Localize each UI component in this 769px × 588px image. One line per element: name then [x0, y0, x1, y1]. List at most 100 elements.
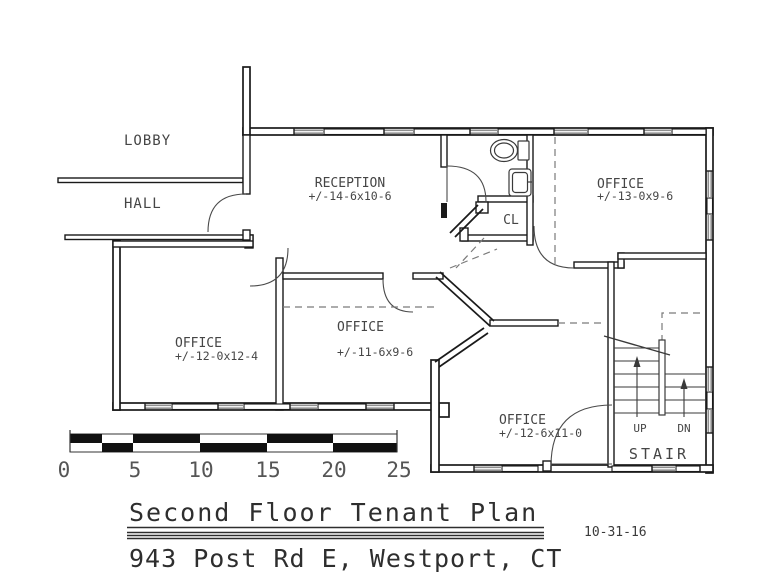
- closet-door-panel-2: [454, 208, 484, 238]
- door-arc-bath: [446, 165, 487, 203]
- wall-bath-jamb-square: [475, 201, 489, 214]
- stair-break-line: [603, 335, 671, 356]
- room-dim-office-s: +/-12-6x11-0: [499, 426, 582, 440]
- room-dim-office-ne: +/-13-0x9-6: [597, 189, 673, 203]
- wall-stair-door-jamb: [542, 460, 552, 472]
- wall-top-stub: [242, 66, 251, 136]
- wall-hall-bottom: [64, 234, 254, 241]
- door-arc-office-mid: [382, 278, 414, 313]
- scale-tick-0: 0: [58, 458, 71, 482]
- wall-stair-west: [607, 261, 615, 468]
- room-label-office-ne: OFFICE: [597, 177, 644, 192]
- plan-address: 943 Post Rd E, Westport, CT: [129, 544, 562, 573]
- door-arc-hall-reception: [207, 193, 247, 233]
- scale-block: [200, 443, 267, 452]
- scale-tick-10: 10: [188, 458, 213, 482]
- window-sash: [675, 465, 701, 473]
- scale-bar: 0 5 10 15 20 25: [58, 430, 412, 482]
- room-label-office-mid: OFFICE: [337, 320, 384, 335]
- interior-walls: [57, 134, 707, 472]
- wall-closet-south: [461, 234, 534, 242]
- dash-diagonal-ne: [449, 248, 498, 269]
- sink-basin: [511, 171, 529, 194]
- bathroom-fixtures: [489, 138, 532, 197]
- exterior-walls: [112, 66, 714, 474]
- doors: [207, 165, 613, 467]
- diag-upper-2: [435, 276, 491, 327]
- stair-dn-label: DN: [677, 422, 690, 435]
- stair-divider: [658, 339, 666, 416]
- toilet-fixture: [489, 138, 530, 163]
- scale-block: [333, 443, 397, 452]
- diag-lower-1: [434, 327, 485, 363]
- room-dim-reception: +/-14-6x10-6: [308, 189, 391, 203]
- door-arc-hall-office: [249, 247, 289, 287]
- room-label-lobby: LOBBY: [124, 133, 171, 149]
- room-label-office-w: OFFICE: [175, 336, 222, 351]
- stair-up-arrow-head: [633, 356, 641, 367]
- sink-fixture: [508, 168, 532, 197]
- wall-bath-west: [440, 134, 448, 168]
- stair-assembly: [603, 335, 706, 417]
- window-sash: [243, 403, 291, 411]
- diag-lower-2: [438, 332, 489, 368]
- dashed-lines: [283, 137, 700, 357]
- wall-office-mid-top: [282, 272, 384, 280]
- window-sash: [323, 128, 385, 136]
- room-label-closet: CL: [503, 213, 519, 228]
- scale-tick-5: 5: [129, 458, 142, 482]
- windows: [144, 128, 714, 473]
- stair-treads-dn: [665, 373, 706, 414]
- wall-bottom-notch: [438, 402, 450, 418]
- scale-tick-15: 15: [255, 458, 280, 482]
- wall-office-mid-top-stub: [412, 272, 444, 280]
- scale-tick-25: 25: [386, 458, 411, 482]
- wall-reception-west-upper: [242, 134, 251, 195]
- plan-title: Second Floor Tenant Plan: [129, 498, 538, 527]
- room-labels: LOBBY HALL RECEPTION +/-14-6x10-6 OFFICE…: [124, 133, 691, 463]
- scale-block: [102, 443, 133, 452]
- wall-office-w-east: [275, 257, 284, 411]
- stair-dn-arrow-head: [680, 378, 688, 389]
- scale-block: [133, 434, 200, 443]
- window-sash: [413, 128, 471, 136]
- angled-walls: [434, 271, 495, 368]
- wall-office-w-top: [112, 240, 254, 248]
- scale-block: [70, 434, 102, 443]
- door-arc-office-ne: [533, 225, 575, 269]
- wall-right: [705, 127, 714, 474]
- window-sash: [171, 403, 219, 411]
- window-sash: [497, 128, 555, 136]
- window-sash: [671, 128, 707, 136]
- wall-reception-west-lower: [242, 229, 251, 241]
- stair-up-label: UP: [633, 422, 647, 435]
- dash-stair-landing: [661, 312, 700, 357]
- window-sash: [501, 465, 539, 473]
- scale-block: [267, 434, 333, 443]
- window-sash: [611, 465, 653, 473]
- toilet-tank: [517, 140, 530, 161]
- wall-corridor: [489, 319, 559, 327]
- window-sash: [706, 197, 714, 215]
- closet-door-panel-1: [449, 204, 479, 234]
- plan-date: 10-31-16: [584, 525, 647, 540]
- scale-tick-20: 20: [321, 458, 346, 482]
- room-dim-office-mid: +/-11-6x9-6: [337, 345, 413, 359]
- wall-west: [112, 239, 121, 411]
- toilet-bowl-rim: [493, 142, 515, 159]
- dash-closet: [455, 237, 485, 269]
- room-label-reception: RECEPTION: [315, 176, 385, 191]
- room-dim-office-w: +/-12-0x12-4: [175, 349, 258, 363]
- title-block: Second Floor Tenant Plan 10-31-16 943 Po…: [127, 498, 647, 573]
- window-sash: [587, 128, 645, 136]
- room-label-hall: HALL: [124, 196, 162, 212]
- wall-office-ne-south-upper: [617, 252, 707, 260]
- window-sash: [317, 403, 367, 411]
- door-arc-stair: [550, 404, 613, 467]
- bath-jamb-filled: [441, 203, 447, 218]
- wall-hall-top: [57, 177, 244, 184]
- room-label-stair: STAIR: [629, 445, 689, 463]
- wall-office-ne-south: [573, 261, 625, 269]
